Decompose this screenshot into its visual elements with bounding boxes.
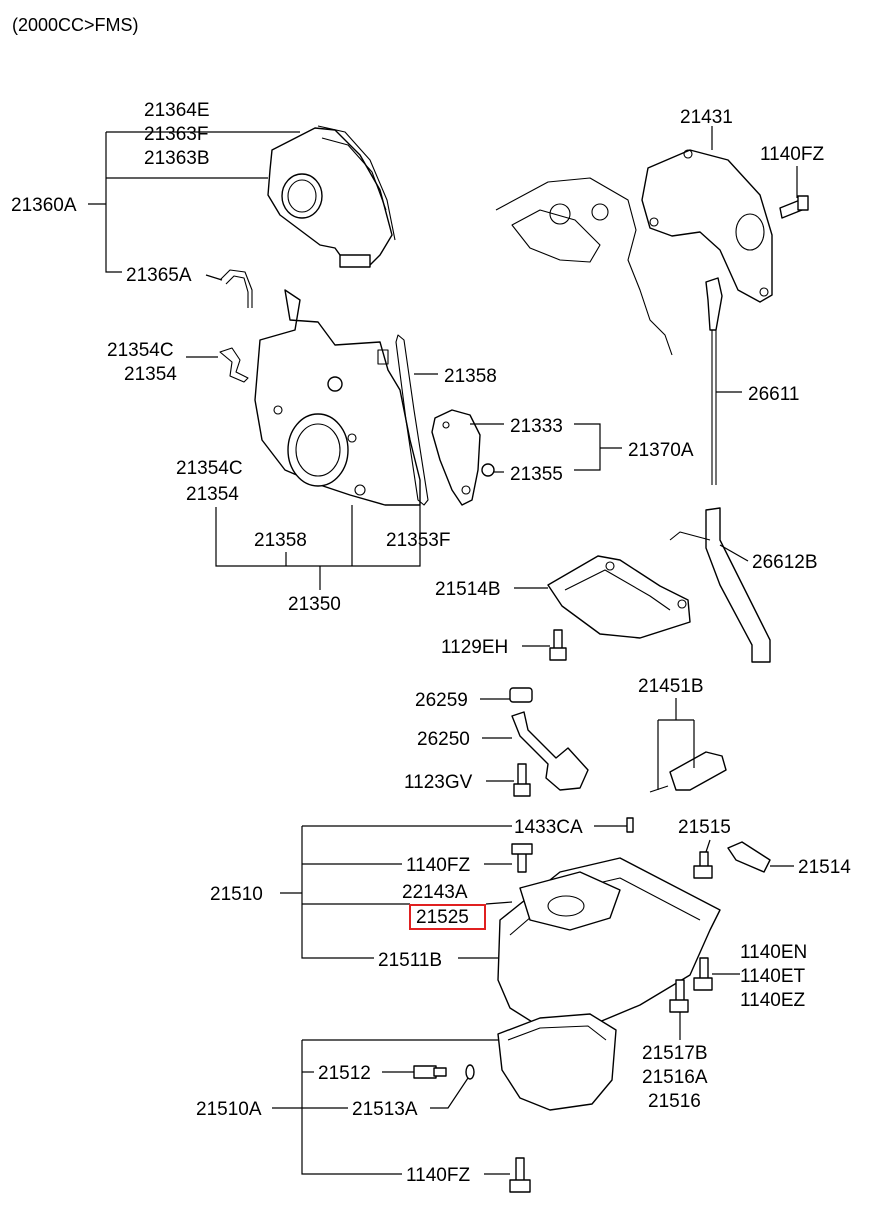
label-21358-lower: 21358 — [254, 530, 307, 551]
label-21525: 21525 — [416, 907, 469, 928]
oil-pan-upper-illustration — [497, 857, 721, 1031]
label-1123GV: 1123GV — [404, 772, 473, 793]
label-21353F: 21353F — [386, 530, 450, 551]
label-21517B: 21517B — [642, 1043, 708, 1064]
oil-strainer-illustration — [509, 687, 589, 791]
engine-block-outline-illustration — [495, 177, 673, 356]
label-21354-lower: 21354 — [186, 484, 239, 505]
label-1140FZ-top: 1140FZ — [760, 144, 824, 165]
seal-strip-illustration — [219, 269, 253, 308]
label-1140FZ-bottom: 1140FZ — [406, 1165, 470, 1186]
label-21370A: 21370A — [628, 440, 694, 461]
label-21511B: 21511B — [378, 950, 442, 971]
label-1140FZ-mid: 1140FZ — [406, 855, 470, 876]
label-26612B: 26612B — [752, 552, 818, 573]
label-21358-upper: 21358 — [444, 366, 497, 387]
label-21365A: 21365A — [126, 265, 192, 286]
bolt-illustration-pan-b — [669, 979, 689, 1013]
drain-plug-illustration — [693, 851, 713, 879]
timing-cover-lower-illustration — [254, 289, 421, 506]
clip-illustration — [219, 347, 249, 383]
label-21354C-upper: 21354C — [107, 340, 174, 361]
bolt-illustration-bottom — [509, 1157, 531, 1193]
timing-cover-upper-illustration — [267, 125, 396, 268]
dipstick-tube-illustration — [669, 507, 771, 663]
label-21364E: 21364E — [144, 100, 210, 121]
rear-plate-illustration — [641, 149, 773, 303]
leader-lines — [88, 126, 798, 1175]
label-21514: 21514 — [798, 857, 851, 878]
bolt-illustration-1123 — [513, 763, 531, 797]
sealant-tube-illustration — [649, 751, 727, 793]
bolt-illustration-1129 — [549, 629, 567, 661]
label-21431: 21431 — [680, 107, 733, 128]
label-21510: 21510 — [210, 884, 263, 905]
bracket-illustration — [727, 841, 771, 873]
label-1433CA: 1433CA — [514, 817, 583, 838]
label-21516: 21516 — [648, 1091, 701, 1112]
header-variant: (2000CC>FMS) — [12, 15, 139, 35]
label-1140EN: 1140EN — [740, 942, 807, 963]
oring-illustration — [481, 463, 495, 477]
bolt-illustration-top — [779, 195, 809, 219]
label-26250: 26250 — [417, 729, 470, 750]
gasket-strip-illustration — [395, 334, 429, 506]
label-21363F: 21363F — [144, 124, 208, 145]
label-21516A: 21516A — [642, 1067, 708, 1088]
label-26611: 26611 — [748, 384, 799, 405]
pump-cover-illustration — [431, 409, 481, 506]
label-1129EH: 1129EH — [441, 637, 508, 658]
label-22143A: 22143A — [402, 882, 468, 903]
label-21354-upper: 21354 — [124, 364, 177, 385]
dipstick-illustration — [705, 277, 723, 485]
label-21514B: 21514B — [435, 579, 501, 600]
highlight-box-21525 — [409, 904, 486, 930]
washer-illustration-lower — [465, 1064, 475, 1080]
label-21355: 21355 — [510, 464, 563, 485]
label-21363B: 21363B — [144, 148, 210, 169]
washer-illustration — [626, 817, 634, 833]
label-21512: 21512 — [318, 1063, 371, 1084]
label-21350: 21350 — [288, 594, 341, 615]
drain-plug-illustration-lower — [413, 1065, 447, 1079]
label-21333: 21333 — [510, 416, 563, 437]
label-21354C-lower: 21354C — [176, 458, 243, 479]
part-number-labels: 21364E 21363F 21363B 21360A 21365A 21431… — [11, 100, 851, 1186]
label-21360A: 21360A — [11, 195, 77, 216]
oil-pan-lower-illustration — [497, 1013, 617, 1111]
label-1140EZ: 1140EZ — [740, 990, 806, 1011]
bolt-illustration-pan-a — [693, 957, 713, 991]
bolt-illustration-mid — [511, 843, 533, 873]
label-21515: 21515 — [678, 817, 731, 838]
label-21451B: 21451B — [638, 676, 704, 697]
label-21513A: 21513A — [352, 1099, 418, 1120]
label-1140ET: 1140ET — [740, 966, 806, 987]
baffle-plate-illustration — [547, 555, 691, 639]
label-26259: 26259 — [415, 690, 468, 711]
label-21510A: 21510A — [196, 1099, 262, 1120]
